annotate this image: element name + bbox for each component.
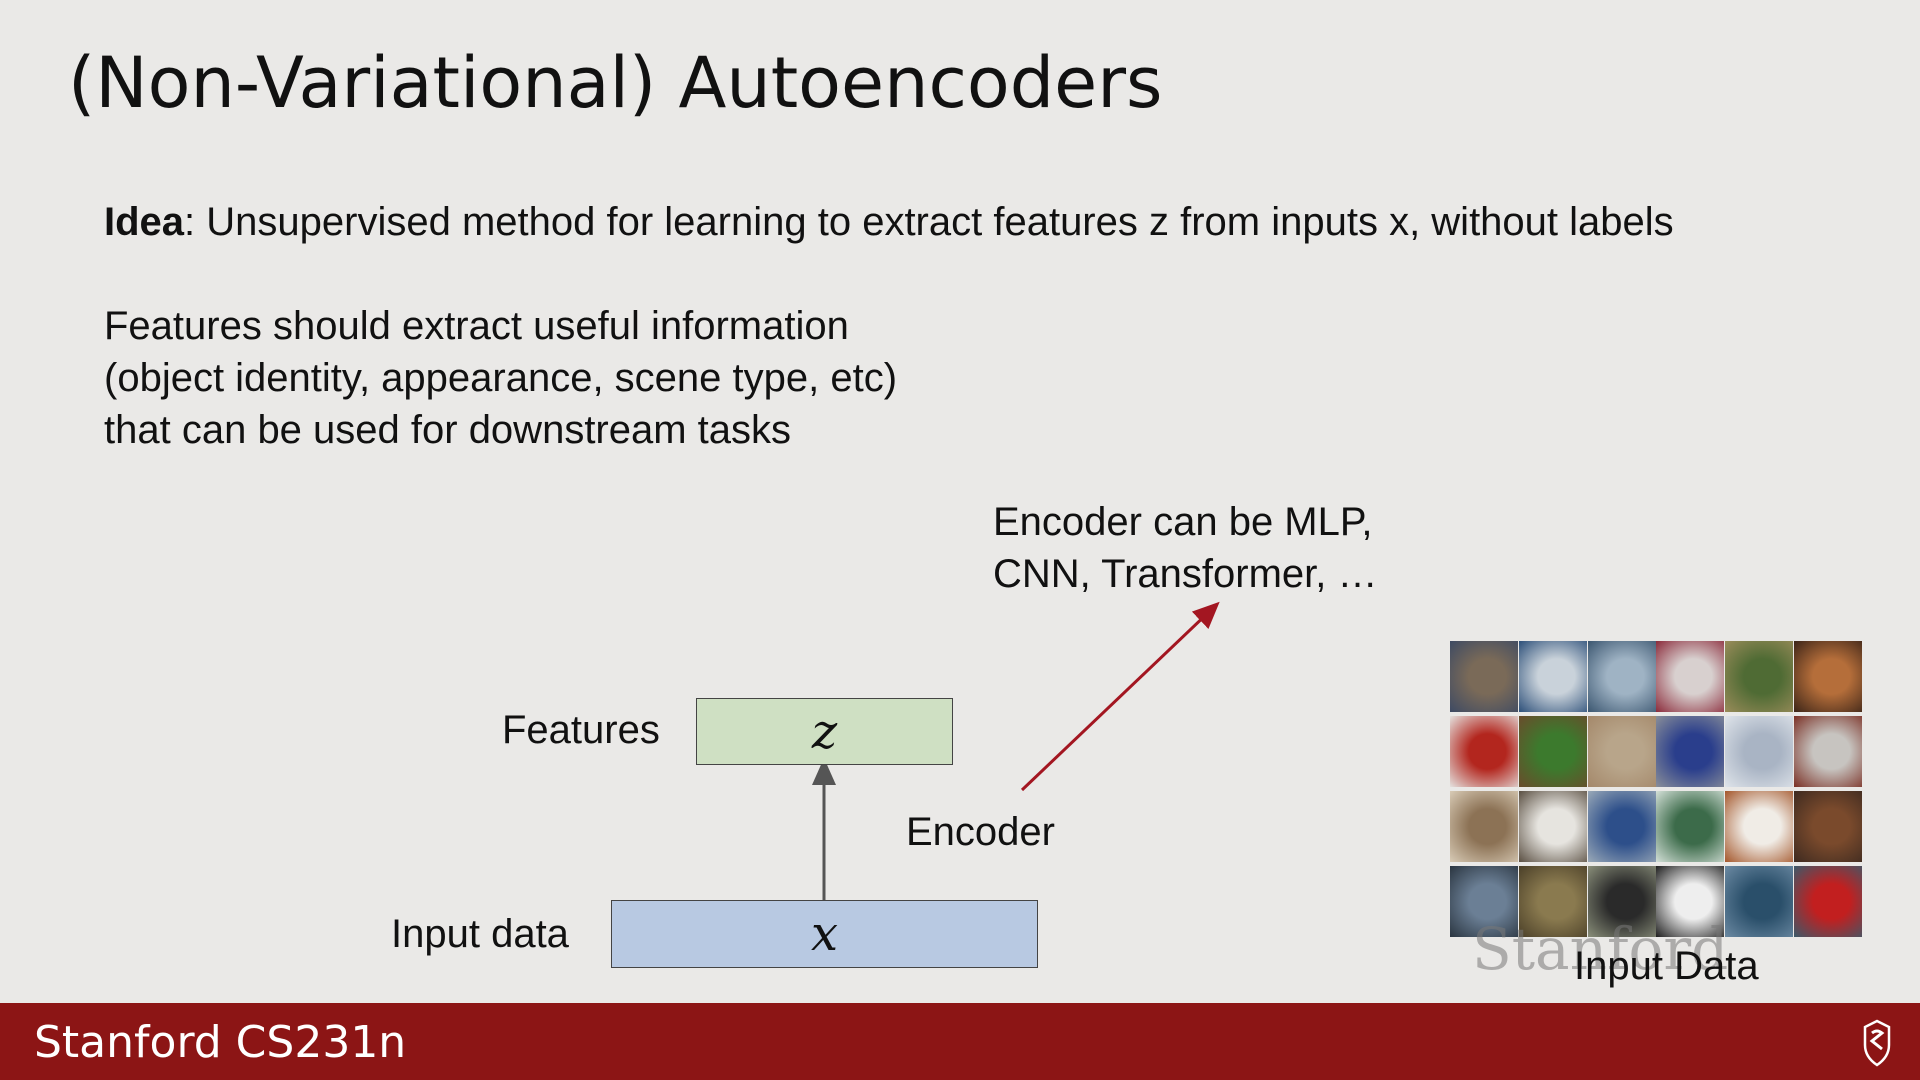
idea-label: Idea [104, 200, 184, 244]
features-description: Features should extract useful informati… [104, 300, 897, 456]
x-symbol: x [811, 906, 838, 962]
features-line: that can be used for downstream tasks [104, 404, 897, 456]
encoder-label: Encoder [906, 810, 1055, 855]
features-label: Features [502, 708, 660, 753]
thumbnail-frog [1519, 716, 1587, 787]
thumbnail-cat [1588, 716, 1656, 787]
thumbnail-automobile [1656, 716, 1724, 787]
z-symbol: z [812, 704, 837, 760]
thumbnail-horse [1794, 791, 1862, 862]
input-data-caption: Input Data [1574, 944, 1759, 989]
footer-course-title: Stanford CS231n [34, 1017, 406, 1068]
thumbnail-horse [1519, 791, 1587, 862]
thumbnail-dog [1725, 791, 1793, 862]
thumbnail-frog [1725, 641, 1793, 712]
features-z-box: z [696, 698, 953, 765]
features-line: (object identity, appearance, scene type… [104, 352, 897, 404]
thumbnail-truck [1794, 866, 1862, 937]
thumbnail-airplane [1656, 641, 1724, 712]
slide-title: (Non-Variational) Autoencoders [68, 42, 1163, 124]
features-line: Features should extract useful informati… [104, 300, 897, 352]
footer-bar: Stanford CS231n [0, 1003, 1920, 1080]
thumbnail-dog [1450, 791, 1518, 862]
input-x-box: x [611, 900, 1038, 968]
thumbnail-ship [1519, 641, 1587, 712]
idea-text: : Unsupervised method for learning to ex… [184, 200, 1674, 244]
encoder-note: Encoder can be MLP, CNN, Transformer, … [993, 496, 1378, 600]
input-image-grid [1450, 641, 1862, 937]
thumbnail-truck [1588, 791, 1656, 862]
thumbnail-ship [1588, 641, 1656, 712]
thumbnail-airplane [1725, 716, 1793, 787]
thumbnail-cat [1450, 641, 1518, 712]
thumbnail-truck [1794, 716, 1862, 787]
stanford-tree-logo-icon [1860, 1019, 1894, 1067]
input-data-label: Input data [391, 912, 569, 957]
encoder-note-line: CNN, Transformer, … [993, 548, 1378, 600]
idea-line: Idea: Unsupervised method for learning t… [104, 200, 1674, 245]
encoder-note-arrow [1022, 610, 1211, 790]
thumbnail-dog [1794, 641, 1862, 712]
encoder-note-line: Encoder can be MLP, [993, 496, 1378, 548]
thumbnail-ship [1725, 866, 1793, 937]
thumbnail-ship [1656, 791, 1724, 862]
thumbnail-automobile [1450, 716, 1518, 787]
